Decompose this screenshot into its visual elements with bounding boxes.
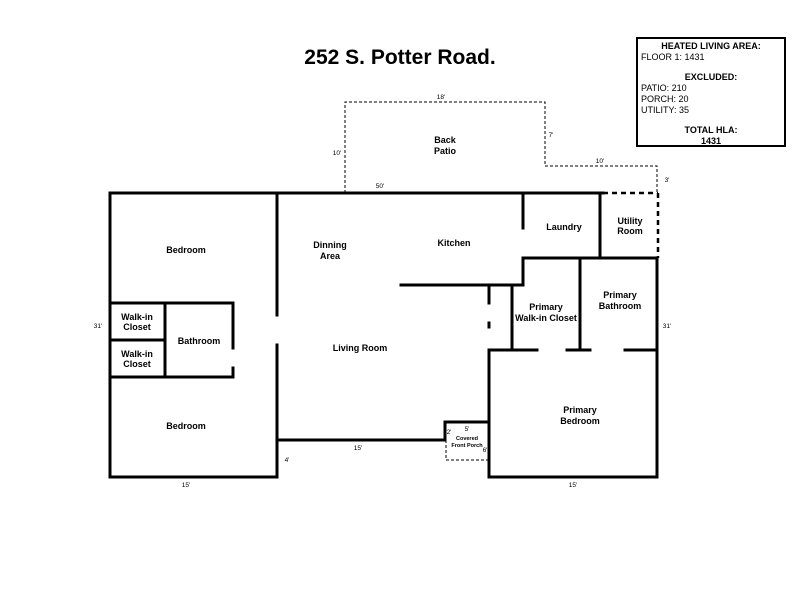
patio-area: PATIO: 210	[641, 83, 687, 93]
utility-room-label: Utility	[617, 216, 642, 226]
dim-right-side: 31'	[663, 323, 671, 330]
living-room-label: Living Room	[333, 343, 388, 353]
porch-label: Covered	[456, 436, 478, 442]
walkin-closet-1-label: Walk-in	[121, 312, 153, 322]
room-labels: Back Patio Bedroom Dinning Area Kitchen …	[121, 135, 643, 449]
porch-dashed-outline	[445, 440, 489, 461]
bedroom-top-label: Bedroom	[166, 245, 206, 255]
dim-patio-left: 10'	[333, 150, 341, 157]
floor1-area: FLOOR 1: 1431	[641, 52, 705, 62]
dim-porch-left: 2'	[447, 429, 452, 436]
primary-bathroom-label: Primary	[603, 290, 637, 300]
bedroom-bottom-label: Bedroom	[166, 421, 206, 431]
dim-house-top: 50'	[376, 183, 384, 190]
dashed-outlines	[344, 101, 660, 461]
kitchen-label: Kitchen	[437, 238, 470, 248]
dinning-area-label-2: Area	[320, 251, 341, 261]
dim-patio-top: 18'	[437, 94, 445, 101]
dimension-labels: 18' 10' 7' 10' 3' 50' 31' 31' 15' 4' 15'…	[94, 94, 671, 489]
walkin-closet-2-label-2: Closet	[123, 359, 151, 369]
dinning-area-label: Dinning	[313, 240, 347, 250]
dim-bottom-notch: 4'	[285, 457, 290, 464]
primary-bedroom-label-2: Bedroom	[560, 416, 600, 426]
dim-porch-right: 6'	[483, 447, 488, 454]
utility-room-label-2: Room	[617, 226, 643, 236]
dim-porch-top: 5'	[465, 426, 470, 433]
dim-left-side: 31'	[94, 323, 102, 330]
porch-area: PORCH: 20	[641, 94, 689, 104]
primary-bathroom-label-2: Bathroom	[599, 301, 642, 311]
dim-patio-step: 10'	[596, 158, 604, 165]
walkin-closet-1-label-2: Closet	[123, 322, 151, 332]
dim-bottom-right: 15'	[569, 482, 577, 489]
primary-walkin-label: Primary	[529, 302, 563, 312]
dim-bottom-middle: 15'	[354, 445, 362, 452]
primary-bedroom-label: Primary	[563, 405, 597, 415]
walls	[108, 191, 659, 479]
primary-walkin-label-2: Walk-in Closet	[515, 313, 577, 323]
walkin-closet-2-label: Walk-in	[121, 349, 153, 359]
dim-patio-right: 7'	[549, 132, 554, 139]
bathroom-label: Bathroom	[178, 336, 221, 346]
back-patio-outline	[344, 101, 658, 193]
total-value: 1431	[700, 136, 722, 146]
dim-bottom-left: 15'	[182, 482, 190, 489]
dim-utility-side: 3'	[665, 177, 670, 184]
back-patio-label-2: Patio	[434, 146, 457, 156]
area-summary-box: HEATED LIVING AREA: FLOOR 1: 1431 EXCLUD…	[636, 37, 786, 147]
page-title: 252 S. Potter Road.	[304, 46, 496, 69]
porch-label-2: Front Porch	[451, 443, 483, 449]
laundry-label: Laundry	[546, 222, 582, 232]
utility-area: UTILITY: 35	[641, 105, 690, 115]
heated-heading: HEATED LIVING AREA:	[661, 41, 761, 51]
back-patio-label: Back	[434, 135, 457, 145]
excluded-heading: EXCLUDED:	[684, 72, 738, 82]
total-heading: TOTAL HLA:	[684, 125, 738, 135]
